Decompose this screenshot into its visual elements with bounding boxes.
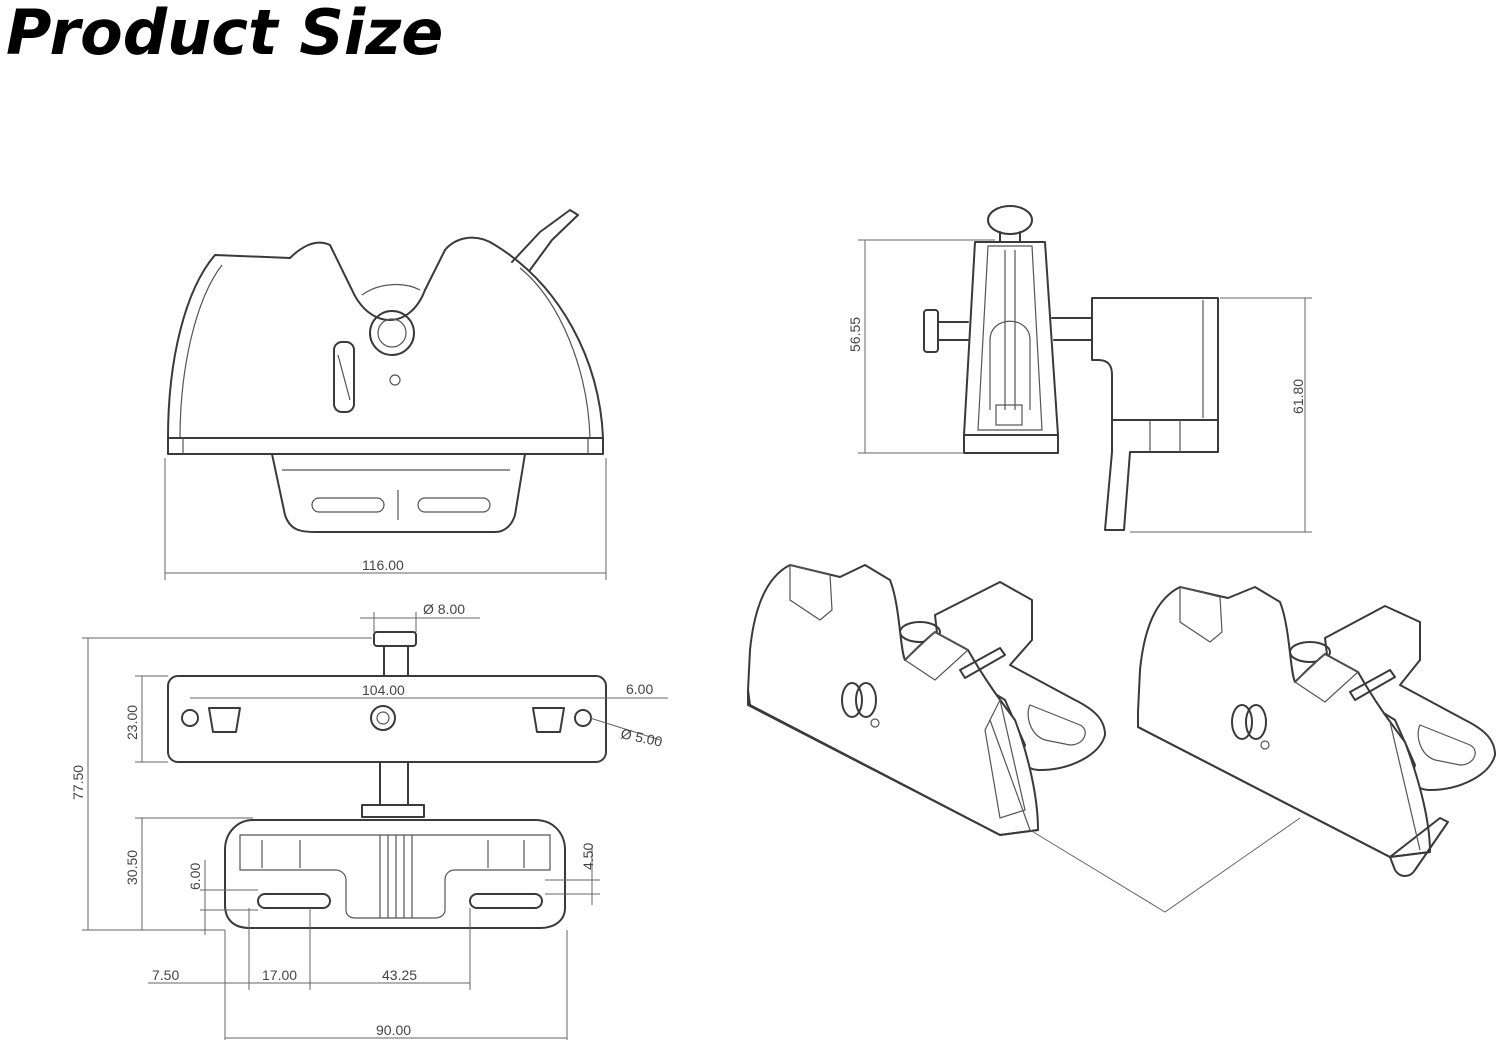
dim-base-height: 30.50 bbox=[124, 850, 140, 885]
dim-edge-offset: 6.00 bbox=[626, 681, 653, 697]
dim-base-width: 90.00 bbox=[376, 1022, 411, 1038]
dim-plate-height: 23.00 bbox=[124, 705, 140, 740]
dim-left-margin: 7.50 bbox=[152, 967, 179, 983]
page-title: Product Size bbox=[6, 0, 444, 69]
side-view: 56.55 61.80 bbox=[847, 205, 1312, 533]
dim-slot-height: 6.00 bbox=[187, 863, 203, 890]
front-view: 116.00 bbox=[164, 209, 607, 580]
dim-slot-offset: 4.50 bbox=[580, 843, 596, 870]
dim-pin-diameter: Ø 8.00 bbox=[423, 601, 465, 617]
dim-hole-diameter: Ø 5.00 bbox=[619, 725, 664, 749]
dim-side-total-height: 61.80 bbox=[1290, 379, 1306, 414]
isometric-view-left bbox=[747, 564, 1106, 836]
top-view: Ø 8.00 104.00 6.00 Ø 5.00 23.00 77.50 30… bbox=[70, 601, 668, 1040]
dim-hole-spacing: 104.00 bbox=[362, 682, 405, 698]
isometric-view-right bbox=[1137, 586, 1496, 877]
dim-slot-spacing: 43.25 bbox=[382, 967, 417, 983]
dim-overall-height: 77.50 bbox=[70, 765, 86, 800]
iso-connector-line bbox=[1029, 817, 1301, 913]
dim-slot-length: 17.00 bbox=[262, 967, 297, 983]
dim-side-height: 56.55 bbox=[847, 317, 863, 352]
dim-width-front: 116.00 bbox=[362, 557, 404, 573]
